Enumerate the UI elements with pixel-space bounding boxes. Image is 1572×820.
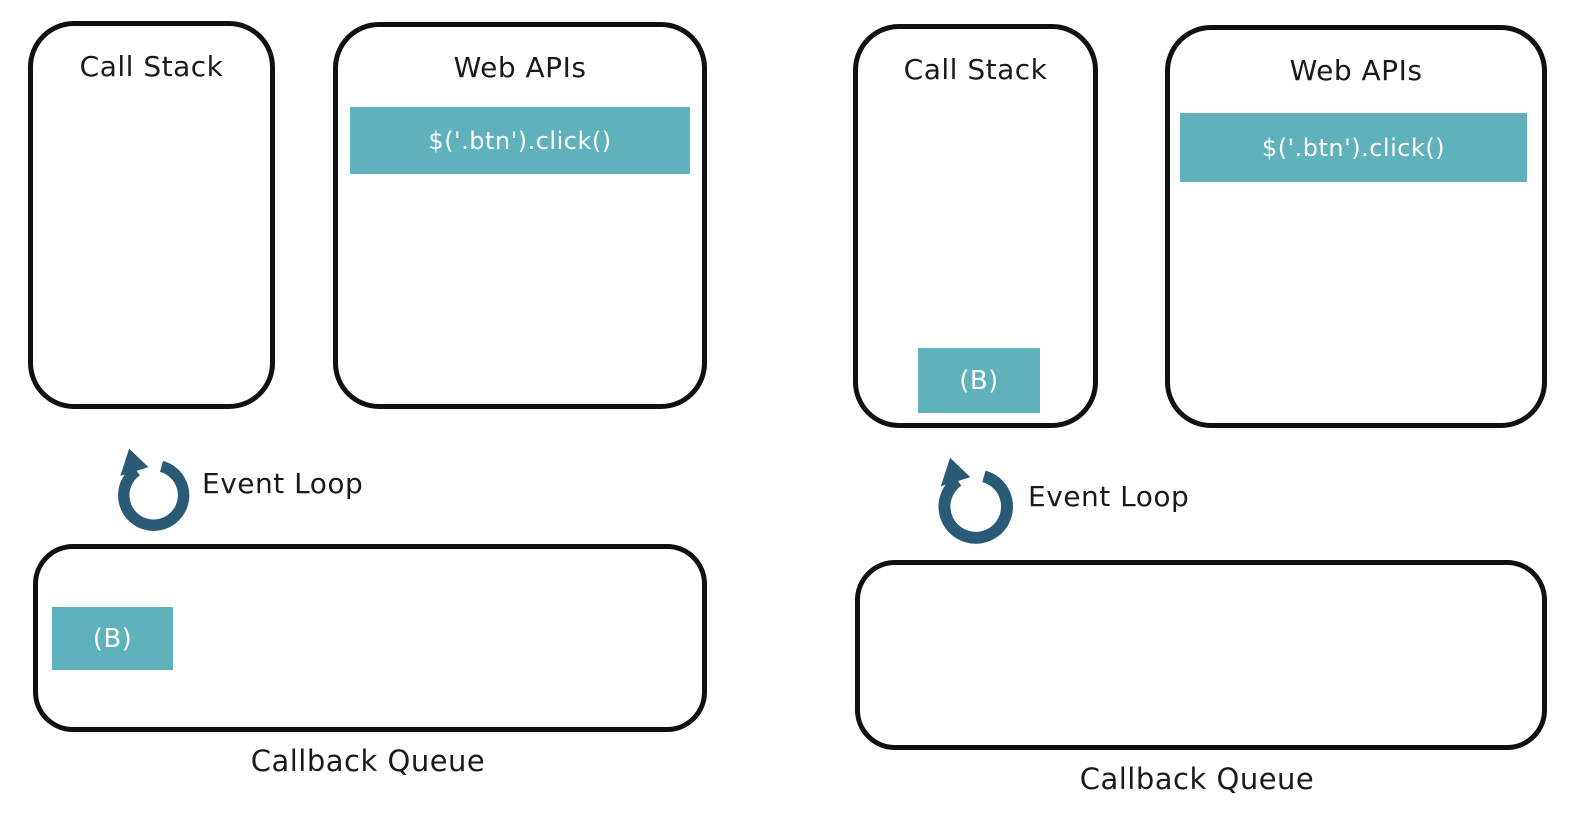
event-loop-label: Event Loop [1028,480,1190,513]
event-loop-icon [928,455,1020,547]
task-b-call-stack: (B) [918,348,1040,413]
call-stack-label: Call Stack [903,53,1048,86]
callback-queue-label: Callback Queue [250,744,486,778]
callback-queue-box [855,560,1547,750]
task-btn-click: $('.btn').click() [1180,113,1527,182]
diagram-panel-left: Call Stack Web APIs $('.btn').click() Ev… [28,21,707,778]
call-stack-box: Call Stack [853,24,1098,428]
callback-queue-label: Callback Queue [1079,762,1315,796]
task-b-callback-queue: (B) [52,607,173,670]
event-loop-label: Event Loop [202,467,364,500]
event-loop-icon [108,446,196,534]
diagram-panel-right: Call Stack (B) Web APIs $('.btn').click(… [786,0,1572,820]
web-apis-box: Web APIs [333,22,707,409]
call-stack-label: Call Stack [79,50,224,83]
web-apis-box: Web APIs [1165,25,1547,428]
task-btn-click: $('.btn').click() [350,107,690,174]
web-apis-label: Web APIs [453,51,587,84]
call-stack-box: Call Stack [28,21,275,409]
web-apis-label: Web APIs [1289,54,1423,87]
